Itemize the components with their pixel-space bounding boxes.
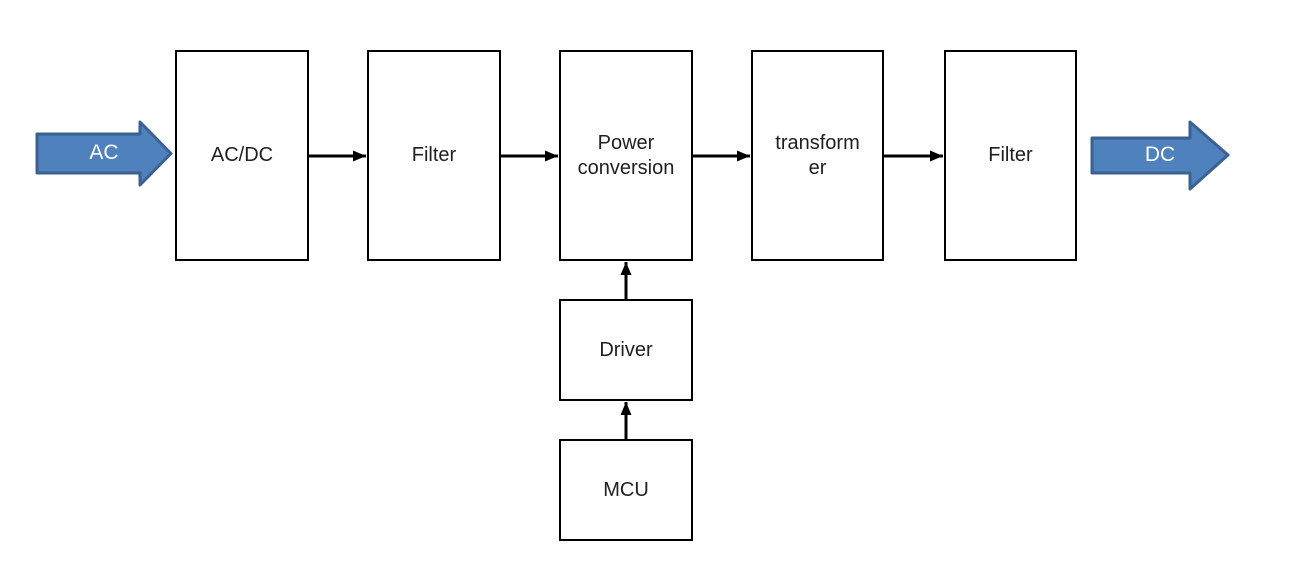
block-label-line2: er — [808, 156, 827, 179]
output-flow-arrow — [1090, 120, 1230, 191]
block-label: Power — [597, 131, 655, 154]
block-label: transform — [775, 131, 860, 154]
block-filter-1: Filter — [367, 50, 501, 261]
block-label: Filter — [988, 144, 1033, 166]
block-label: Filter — [411, 144, 457, 166]
block-filter-2: Filter — [944, 50, 1077, 261]
block-transformer: transform er — [751, 50, 884, 261]
block-driver: Driver — [559, 299, 693, 401]
block-label: MCU — [603, 478, 649, 501]
block-power-conversion: Power conversion — [559, 50, 693, 261]
block-mcu: MCU — [559, 439, 693, 541]
block-label: Driver — [599, 338, 653, 361]
output-flow-label: DC — [1144, 143, 1176, 166]
block-acdc: AC/DC — [175, 50, 309, 261]
block-label-line2: conversion — [577, 156, 675, 179]
input-flow-label: AC — [89, 141, 119, 164]
block-label: AC/DC — [210, 144, 274, 166]
input-flow-arrow — [35, 120, 173, 187]
